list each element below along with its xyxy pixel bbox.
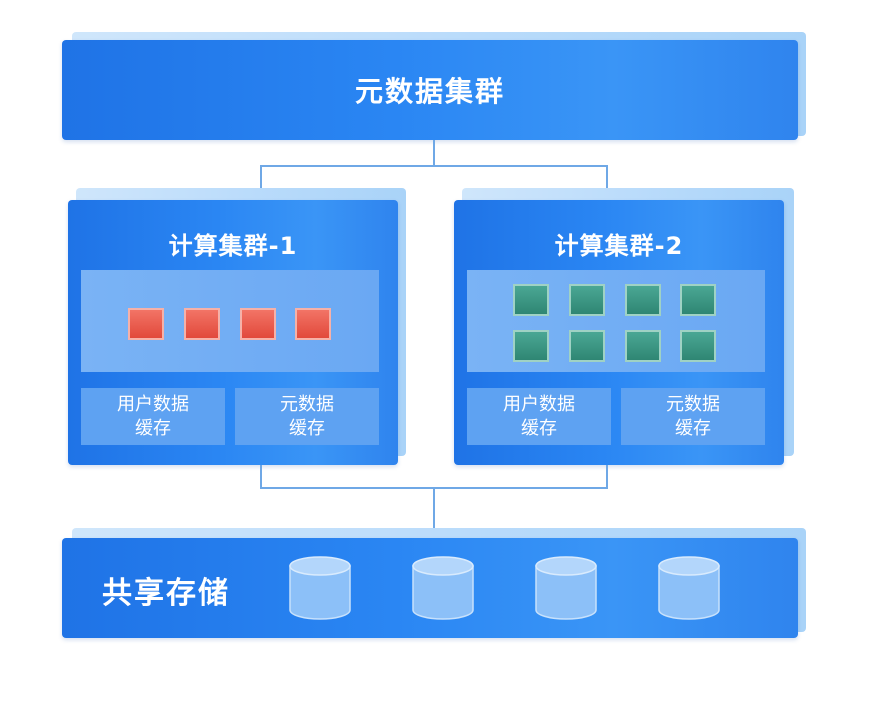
metadata-cluster-title: 元数据集群 [354, 75, 505, 108]
compute-node [625, 284, 661, 316]
connector-meta-down [433, 140, 435, 166]
shared-storage-title: 共享存储 [102, 576, 230, 611]
compute-cluster-2-title: 计算集群-2 [554, 232, 684, 260]
compute-node [680, 330, 716, 362]
connector-meta-to-c2 [606, 165, 608, 189]
connector-c1-down [260, 465, 262, 488]
compute-node [295, 308, 331, 340]
compute-cluster-1-title: 计算集群-1 [168, 232, 298, 260]
compute-node [680, 284, 716, 316]
compute-cluster-2: 计算集群-2 用户数据 缓存 元数据 缓存 [454, 200, 784, 465]
compute-node [128, 308, 164, 340]
compute-node [569, 284, 605, 316]
cache-label-line2: 缓存 [135, 417, 171, 439]
connector-to-storage [433, 487, 435, 529]
storage-disk-icon [412, 556, 474, 620]
user-data-cache: 用户数据 缓存 [467, 388, 611, 445]
shared-storage: 共享存储 [62, 538, 798, 638]
compute-node [513, 330, 549, 362]
connector-c2-down [606, 465, 608, 488]
storage-disk-icon [658, 556, 720, 620]
compute-cluster-2-nodes-panel [467, 270, 765, 372]
cache-label-line2: 缓存 [521, 417, 557, 439]
connector-meta-to-c1 [260, 165, 262, 189]
compute-node [240, 308, 276, 340]
storage-disk-icon [289, 556, 351, 620]
user-data-cache: 用户数据 缓存 [81, 388, 225, 445]
cache-label-line2: 缓存 [675, 417, 711, 439]
storage-disk-icon [535, 556, 597, 620]
cache-label-line2: 缓存 [289, 417, 325, 439]
cache-label-line1: 用户数据 [117, 393, 189, 415]
compute-node [184, 308, 220, 340]
cache-label-line1: 元数据 [666, 393, 720, 415]
compute-node [513, 284, 549, 316]
metadata-cluster: 元数据集群 [62, 40, 798, 140]
connector-meta-horizontal [260, 165, 608, 167]
cache-label-line1: 元数据 [280, 393, 334, 415]
metadata-cache: 元数据 缓存 [235, 388, 379, 445]
cache-label-line1: 用户数据 [503, 393, 575, 415]
compute-node [569, 330, 605, 362]
metadata-cache: 元数据 缓存 [621, 388, 765, 445]
compute-node [625, 330, 661, 362]
compute-cluster-1-nodes-panel [81, 270, 379, 372]
compute-cluster-1: 计算集群-1 用户数据 缓存 元数据 缓存 [68, 200, 398, 465]
